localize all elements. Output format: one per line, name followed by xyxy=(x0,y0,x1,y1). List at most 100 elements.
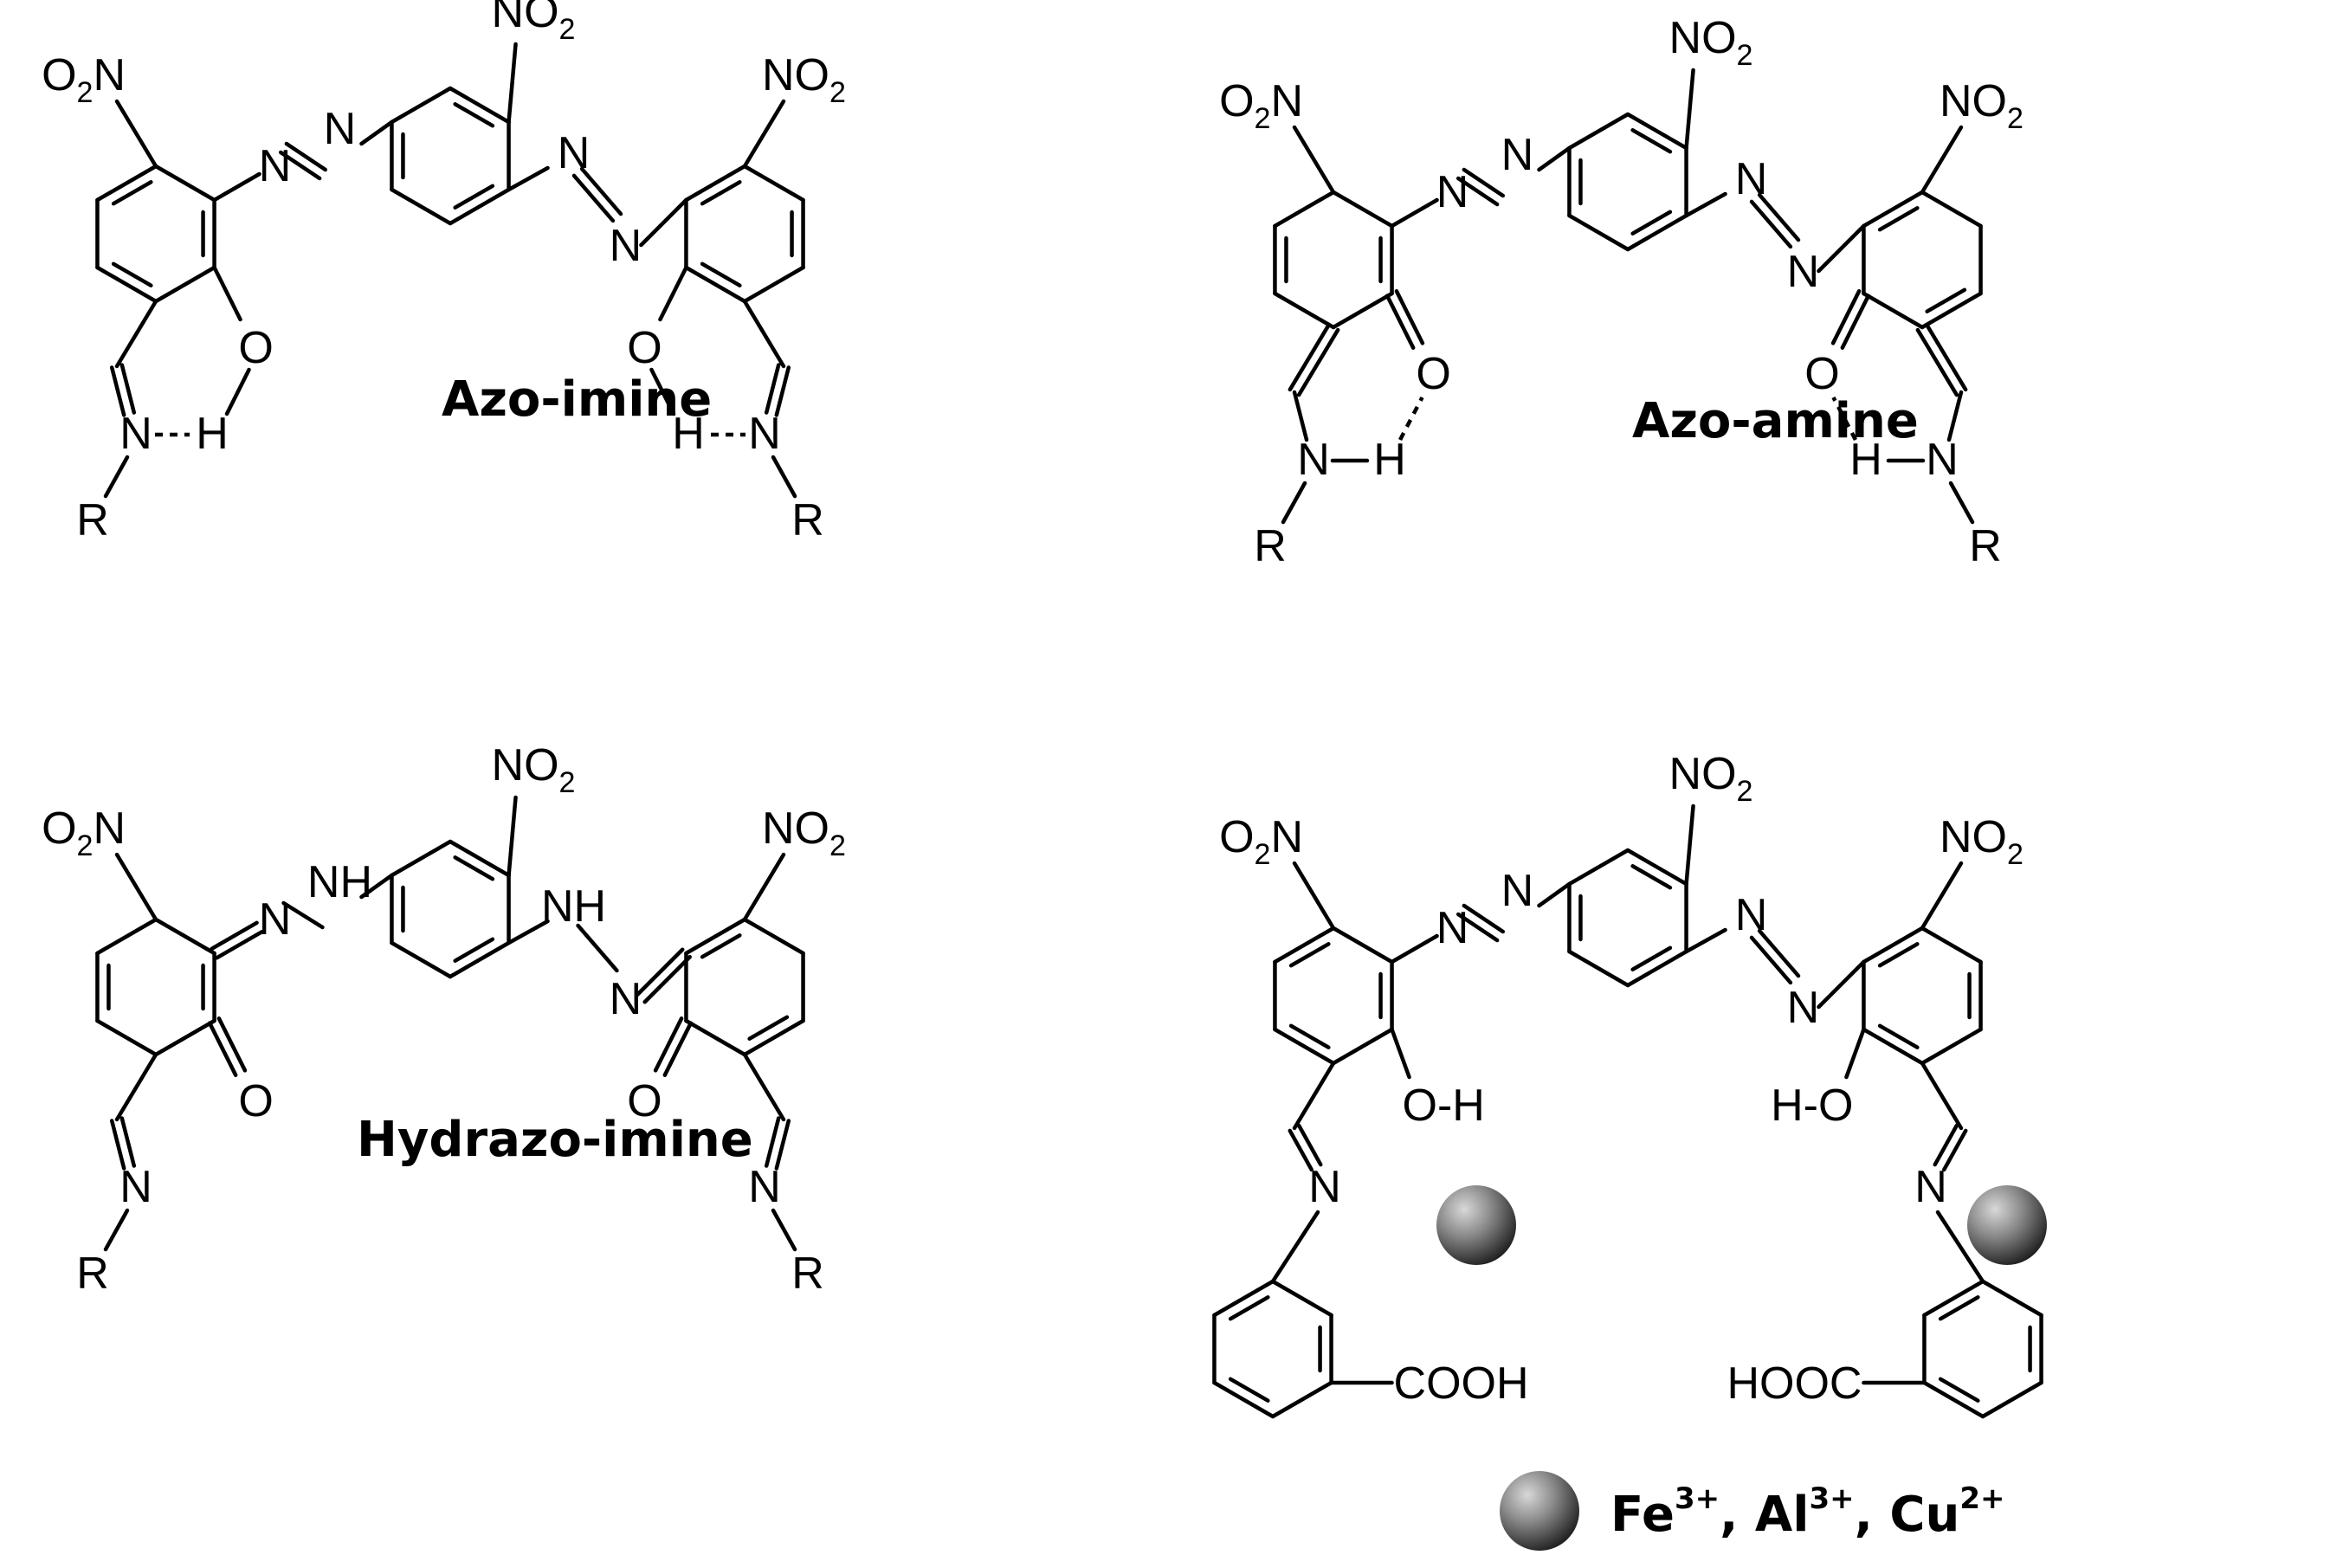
ring-left-edge xyxy=(153,265,216,304)
carbonyl-bond xyxy=(207,1021,238,1077)
azo-double-bond xyxy=(284,141,328,172)
bridge-atom-n1: N xyxy=(259,894,292,945)
ring-right-edge xyxy=(742,265,805,304)
hydrazo-bond xyxy=(576,923,619,973)
exo-double-bond xyxy=(1296,327,1340,397)
ring-anthranilic-right-edge xyxy=(1980,1279,2043,1318)
ring-right-edge xyxy=(1862,190,1925,229)
ring-center-edge xyxy=(448,187,511,226)
imine-n-left: N xyxy=(119,409,152,459)
ring-left-edge xyxy=(1273,291,1336,330)
ring-center-double xyxy=(453,102,495,128)
carbonyl-bond xyxy=(1840,294,1871,350)
label-azo-imine: Azo-imine xyxy=(442,371,712,428)
ring-left-edge xyxy=(1331,926,1394,965)
n-aryl-bond xyxy=(1935,1210,1985,1284)
ring-right-edge xyxy=(742,1018,805,1057)
ring-right-edge xyxy=(1862,291,1925,330)
nitro-bond-right xyxy=(742,99,786,169)
imine-double-bond xyxy=(1941,1128,1968,1172)
imine-double-bond xyxy=(119,1116,137,1168)
nitro-bond-center xyxy=(1684,68,1695,151)
oxygen-right: O xyxy=(627,323,662,373)
ring-center-edge xyxy=(1625,213,1688,252)
ring-right-edge xyxy=(684,164,747,203)
cn-bond xyxy=(1946,390,1964,442)
hydrogen-right: H xyxy=(672,409,705,459)
imine-n-right: N xyxy=(1914,1162,1947,1212)
ring-anthranilic-right-edge xyxy=(1922,1380,1985,1419)
label-hydrazo-imine: Hydrazo-imine xyxy=(357,1112,753,1168)
exo-double-bond xyxy=(1288,322,1332,392)
ring-left-edge xyxy=(95,1018,158,1057)
imine-double-bond xyxy=(119,363,137,415)
ring-left-double xyxy=(111,261,153,287)
ring-center-edge xyxy=(1567,112,1630,151)
ch-bond xyxy=(1292,1061,1336,1131)
legend-ions: Fe3+, Al3+, Cu2+ xyxy=(1610,1481,2005,1543)
ring-center-double xyxy=(1630,210,1673,236)
metal-ion-sphere-right xyxy=(1967,1185,2047,1265)
nitro-left: O2N xyxy=(42,803,126,862)
ring-anthranilic-left-double xyxy=(1228,1295,1270,1321)
ring-left-double xyxy=(1288,942,1331,968)
n-r-bond xyxy=(771,455,797,499)
ring-left-edge xyxy=(1273,190,1336,229)
ring-center-edge xyxy=(448,940,511,979)
bridge-atom-n4: N xyxy=(1787,247,1820,297)
bridge-to-ring xyxy=(639,197,688,248)
imine-bridge-bond xyxy=(642,954,692,1004)
phenol-bond xyxy=(1390,1027,1411,1080)
nitro-bond-center xyxy=(1684,803,1695,887)
hydrogen-right: H xyxy=(1849,435,1882,485)
n-r-bond xyxy=(103,1208,130,1252)
carbonyl-bond xyxy=(216,1016,248,1073)
phenol-bond xyxy=(658,265,688,322)
imine-n-left: N xyxy=(1297,435,1330,485)
ring-center-edge xyxy=(448,839,511,878)
imine-n-left: N xyxy=(1308,1162,1341,1212)
n-r-bond xyxy=(1948,481,1975,525)
bridge-atom-n2: N xyxy=(1501,130,1534,180)
nitro-center: NO2 xyxy=(492,0,576,46)
azo-bridge-bond xyxy=(212,171,261,203)
ring-anthranilic-left-edge xyxy=(1212,1279,1275,1318)
ring-anthranilic-left-edge xyxy=(1270,1380,1333,1419)
ring-center-edge xyxy=(390,839,453,878)
ring-right-edge xyxy=(1862,926,1925,965)
nitro-center: NO2 xyxy=(492,740,576,799)
bridge-atom-n1: N xyxy=(1436,167,1469,217)
ring-right-edge xyxy=(1920,291,1983,330)
imine-double-bond xyxy=(109,1119,126,1171)
nitro-bond-center xyxy=(507,42,518,125)
ring-center-double xyxy=(453,855,495,881)
imine-n-right: N xyxy=(748,409,781,459)
n-r-bond xyxy=(103,455,130,499)
ring-right-edge xyxy=(742,917,805,956)
oxygen-left: O xyxy=(1416,349,1450,399)
ring-right-edge xyxy=(1920,190,1983,229)
ring-right-edge xyxy=(684,917,747,956)
hydrogen-bond xyxy=(1398,396,1424,442)
ring-center-edge xyxy=(390,940,453,979)
nitro-center: NO2 xyxy=(1669,749,1753,808)
imine-double-bond xyxy=(764,363,781,415)
r-group-right: R xyxy=(791,495,824,545)
azo-double-bond xyxy=(1757,928,1801,978)
nitro-bond-right xyxy=(1920,861,1964,931)
ring-anthranilic-right-edge xyxy=(1980,1380,2043,1419)
imine-bridge-bond xyxy=(215,929,264,960)
bridge-atom-n4: N xyxy=(610,974,642,1024)
ring-right-double xyxy=(700,180,742,206)
phenol-bond xyxy=(212,265,242,322)
nitro-right: NO2 xyxy=(1940,812,2024,871)
bridge-to-ring xyxy=(1817,223,1866,274)
carbonyl-bond xyxy=(1384,294,1416,350)
ring-left-edge xyxy=(153,917,216,956)
center-to-bridge xyxy=(507,165,550,192)
ring-right-double xyxy=(1877,1023,1920,1049)
ring-left-edge xyxy=(153,1018,216,1057)
azo-double-bond xyxy=(1462,903,1506,934)
ring-anthranilic-left-double xyxy=(1228,1377,1270,1403)
